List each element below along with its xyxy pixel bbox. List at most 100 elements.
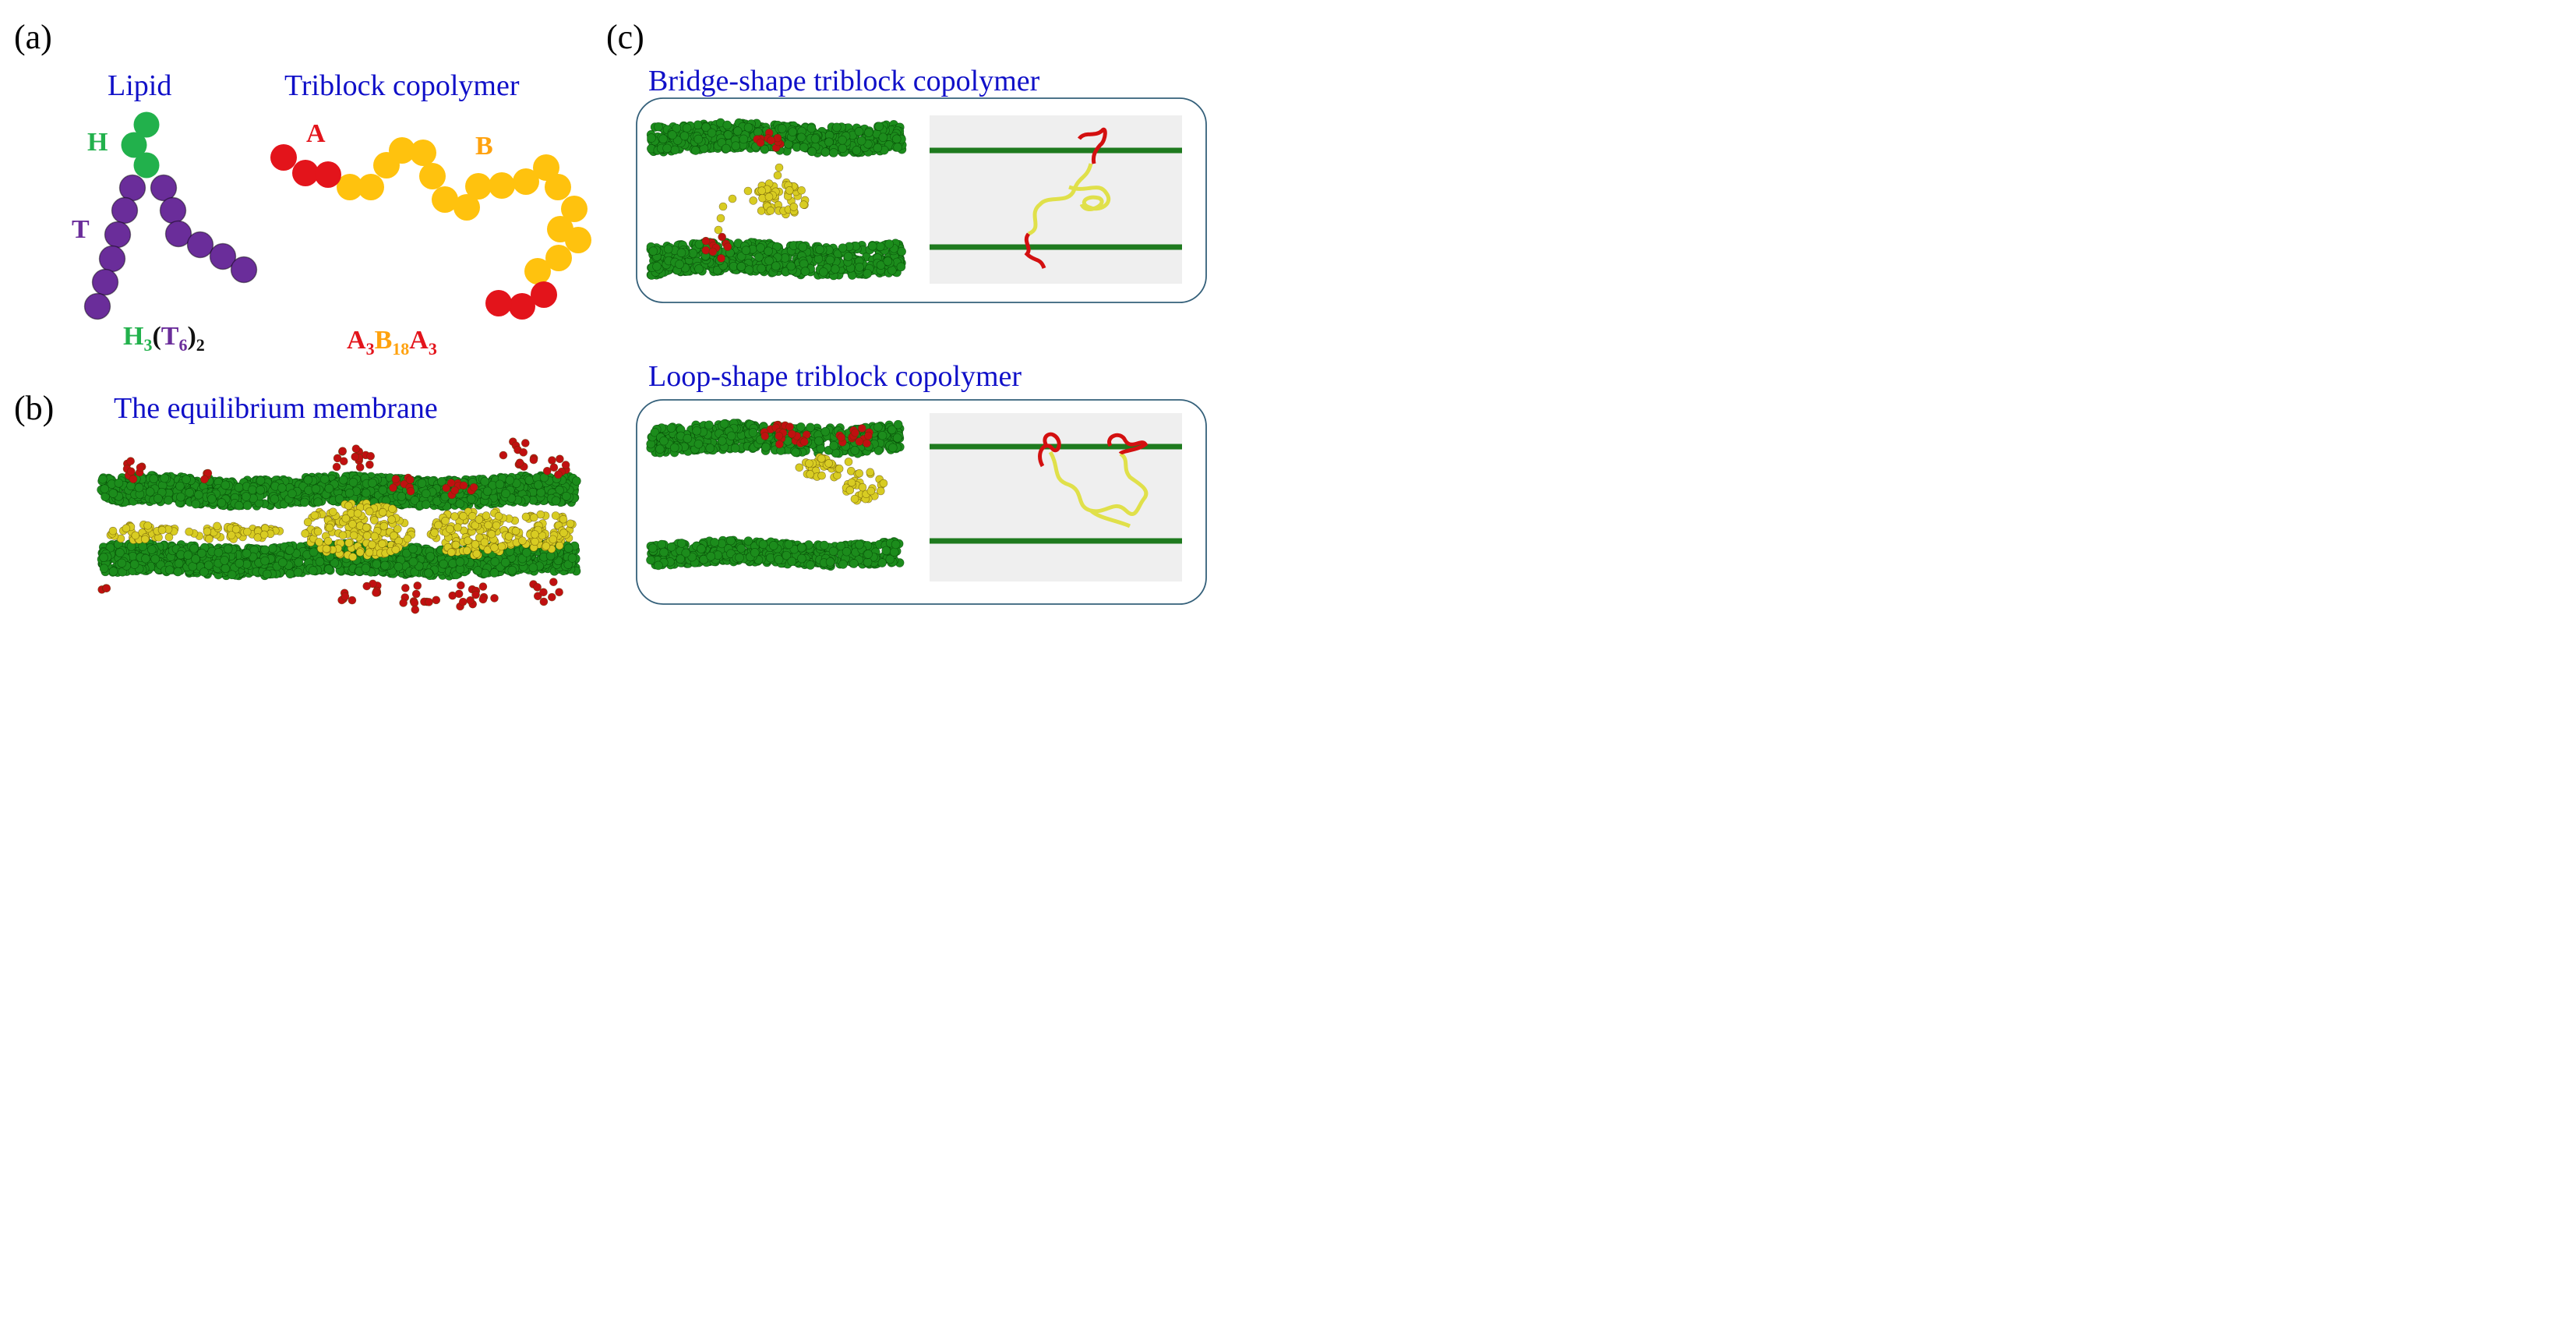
membrane-bead (393, 562, 404, 571)
a-bead-sim (362, 581, 372, 591)
b-bead-sim (378, 539, 386, 549)
b-bead-sim (353, 509, 362, 518)
b-block-bead (337, 174, 363, 200)
membrane-bead (315, 557, 325, 567)
b-bead-sim (480, 538, 489, 547)
membrane-bead (417, 479, 427, 488)
membrane-bead (501, 489, 510, 498)
membrane-bead (473, 566, 483, 575)
membrane-bead (150, 554, 160, 564)
b-block-label: B (475, 132, 493, 161)
b-bead-sim (338, 531, 348, 539)
membrane-bead (744, 265, 754, 274)
a-bead-sim (411, 605, 420, 614)
a-bead-sim (446, 479, 456, 487)
membrane-bead (256, 485, 265, 495)
a-block-label: A (306, 119, 326, 148)
a-bead-sim (767, 136, 775, 145)
membrane-bead (854, 127, 864, 136)
b-block-bead (389, 137, 415, 164)
a-bead-sim (542, 466, 552, 475)
a-bead-sim (332, 462, 341, 472)
b-bead-sim (430, 528, 439, 537)
copolymer-title: Triblock copolymer (284, 69, 520, 102)
tail-bead (98, 245, 126, 273)
panel-c-label: (c) (606, 18, 644, 56)
membrane-bead (682, 123, 692, 133)
membrane-bead (796, 133, 806, 143)
membrane-bead (300, 497, 309, 507)
a-bead-sim (471, 590, 480, 599)
membrane-bead (227, 570, 237, 580)
membrane-bead (260, 556, 270, 566)
head-bead (133, 152, 160, 178)
a-bead-sim (723, 242, 732, 251)
a-bead-sim (457, 581, 465, 590)
tail-bead (83, 292, 111, 320)
membrane-bead (567, 553, 577, 563)
membrane-bead (891, 134, 902, 144)
a-bead-sim (413, 581, 422, 590)
membrane-bead (288, 489, 297, 499)
lipid-title: Lipid (108, 69, 171, 102)
membrane-bead (764, 246, 773, 256)
membrane-bead (182, 475, 191, 484)
a-bead-sim (548, 592, 556, 602)
b-bead-sim (213, 521, 221, 531)
loop-title: Loop-shape triblock copolymer (648, 360, 1022, 393)
membrane-bead (220, 556, 229, 565)
membrane-bead (694, 264, 704, 274)
a-bead-sim (200, 475, 209, 484)
membrane-bead (771, 261, 781, 271)
b-bead-sim (549, 535, 558, 544)
a-bead-sim (555, 588, 563, 597)
membrane-bead (164, 496, 173, 505)
membrane-bead (856, 136, 866, 146)
membrane-bead (799, 259, 809, 269)
a-bead-sim (701, 246, 711, 255)
membrane-bead (242, 549, 252, 558)
membrane-bead (878, 133, 888, 143)
a-bead-sim (341, 592, 350, 601)
b-bead-sim (365, 548, 374, 557)
a-bead-sim (450, 486, 460, 495)
a-bead-sim (372, 588, 380, 597)
membrane-bead (838, 135, 847, 145)
panel-b-title: The equilibrium membrane (114, 392, 438, 425)
membrane-bead (372, 560, 382, 569)
b-bead-sim (471, 540, 480, 549)
membrane-bead (173, 567, 183, 577)
membrane-bead (242, 492, 251, 501)
membrane-bead (361, 564, 371, 573)
b-block-bead (432, 186, 458, 213)
a-bead-sim (127, 467, 136, 476)
b-bead-sim (566, 519, 575, 528)
membrane-bead (175, 481, 185, 491)
membrane-bead (221, 480, 231, 490)
b-bead-sim (504, 532, 513, 541)
membrane-bead (421, 489, 431, 499)
membrane-bead (831, 264, 840, 274)
copolymer-molecule (270, 137, 591, 320)
a-bead-sim (126, 457, 135, 465)
membrane-bead (852, 146, 862, 155)
a-bead-sim (717, 254, 725, 263)
membrane-bead (820, 147, 831, 157)
membrane-bead (563, 543, 573, 553)
membrane-bead (199, 567, 209, 577)
membrane-bead (221, 564, 231, 574)
membrane-bead (482, 486, 492, 497)
b-bead-sim (451, 540, 461, 550)
b-bead-sim (388, 504, 397, 513)
a-bead-sim (490, 594, 499, 603)
b-bead-sim (365, 507, 374, 516)
membrane-bead (868, 241, 877, 251)
b-bead-sim (492, 521, 501, 530)
bridge-title: Bridge-shape triblock copolymer (648, 65, 1040, 97)
b-bead-sim (518, 536, 527, 546)
membrane-bead (145, 487, 155, 497)
membrane-bead (213, 548, 224, 557)
membrane-bead (98, 474, 108, 484)
membrane-bead (777, 124, 787, 133)
b-bead-sim (379, 521, 389, 531)
